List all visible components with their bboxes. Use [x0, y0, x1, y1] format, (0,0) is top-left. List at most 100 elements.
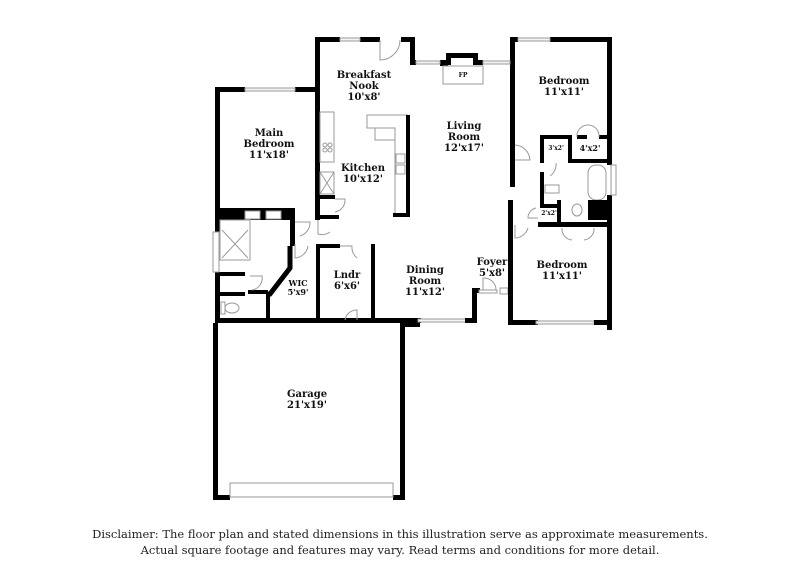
wall	[220, 272, 245, 276]
wall	[215, 318, 375, 323]
wall	[568, 159, 609, 163]
wall	[540, 204, 560, 208]
wall	[472, 288, 480, 293]
room-name: Kitchen	[340, 163, 386, 174]
room-wic: WIC 5'x9'	[288, 279, 309, 297]
wall	[317, 195, 335, 199]
room-dims: 11'x18'	[249, 150, 289, 161]
wall	[213, 495, 230, 500]
room-breakfast-nook: Breakfast Nook 10'x8'	[337, 70, 392, 103]
window	[482, 60, 511, 65]
door	[527, 207, 538, 219]
closet-door	[576, 124, 600, 138]
room-dims: 5'x9'	[287, 287, 309, 297]
window	[415, 60, 441, 65]
room-dims: 12'x17'	[444, 143, 484, 154]
sink	[395, 153, 406, 164]
wall	[401, 37, 415, 42]
closet-door	[561, 227, 595, 241]
room-name: Living	[446, 121, 482, 132]
door	[294, 244, 309, 259]
wall	[393, 213, 410, 217]
room-dims: 6'x6'	[333, 281, 360, 292]
wall	[508, 320, 538, 325]
room-name: WIC	[288, 278, 308, 288]
sink	[395, 164, 406, 175]
wall	[588, 200, 609, 220]
room-name: Nook	[349, 81, 379, 92]
room-dims: 11'x11'	[542, 271, 582, 282]
wall	[360, 37, 380, 42]
disclaimer: Disclaimer: The floor plan and stated di…	[0, 526, 800, 558]
window	[517, 37, 551, 42]
room-bedroom-ne: Bedroom 11'x11'	[539, 76, 590, 98]
room-name: Breakfast	[336, 70, 392, 81]
wall	[594, 320, 612, 325]
wall	[577, 135, 587, 139]
door	[514, 144, 531, 161]
wall	[213, 323, 218, 500]
room-closet-4x2: 4'x2'	[580, 144, 601, 153]
stove-burner	[327, 142, 333, 148]
toilet-tank	[220, 301, 226, 315]
wall	[465, 318, 477, 323]
wall	[410, 60, 416, 65]
room-bedroom-se: Bedroom 11'x11'	[537, 260, 588, 282]
stove-burner	[322, 147, 328, 153]
shower	[219, 219, 251, 261]
wall	[215, 87, 220, 232]
door	[295, 221, 311, 237]
room-closet-2x2: 2'x2'	[541, 210, 557, 217]
wall	[510, 37, 515, 187]
room-dining-room: Dining Room 11'x12'	[405, 265, 445, 298]
room-dims: 3'x2'	[548, 145, 564, 152]
window	[417, 318, 467, 323]
wall	[508, 200, 513, 325]
wall	[248, 290, 268, 294]
wall	[295, 87, 320, 92]
room-closet-3x2: 3'x2'	[548, 145, 564, 152]
wall	[510, 37, 518, 42]
room-dims: 2'x2'	[541, 210, 557, 217]
window	[535, 320, 595, 325]
room-living-room: Living Room 12'x17'	[444, 121, 484, 154]
door	[334, 198, 346, 213]
wall	[607, 195, 612, 330]
window	[244, 87, 296, 92]
toilet	[224, 302, 240, 314]
wall	[440, 60, 448, 66]
disclaimer-line-1: Disclaimer: The floor plan and stated di…	[92, 527, 708, 541]
room-name: Room	[447, 132, 481, 143]
door	[344, 309, 358, 321]
room-dims: 21'x19'	[287, 400, 327, 411]
room-name: Bedroom	[538, 76, 590, 87]
room-kitchen: Kitchen 10'x12'	[341, 163, 385, 185]
room-main-bedroom: Main Bedroom 11'x18'	[244, 128, 295, 161]
fridge-cross	[319, 171, 335, 195]
wall	[315, 37, 340, 42]
wall	[318, 244, 340, 248]
room-name: Lndr	[333, 270, 361, 281]
wall	[400, 323, 405, 500]
wall	[568, 135, 572, 163]
wall	[406, 115, 410, 217]
wall	[215, 87, 245, 92]
room-name: Dining	[406, 265, 444, 276]
stove-burner	[322, 142, 328, 148]
room-name: Bedroom	[536, 260, 588, 271]
wall	[410, 37, 415, 64]
wall	[220, 292, 245, 296]
bath-sink	[544, 184, 560, 194]
wall	[371, 318, 421, 323]
wall	[473, 53, 478, 65]
window	[212, 231, 220, 273]
wall	[400, 323, 420, 327]
room-name: Foyer	[476, 257, 508, 268]
room-garage: Garage 21'x19'	[287, 389, 327, 411]
front-door	[482, 277, 497, 291]
room-dims: 4'x2'	[579, 143, 601, 153]
wall	[538, 222, 609, 227]
wall	[550, 37, 612, 42]
room-dims: 10'x12'	[343, 174, 383, 185]
